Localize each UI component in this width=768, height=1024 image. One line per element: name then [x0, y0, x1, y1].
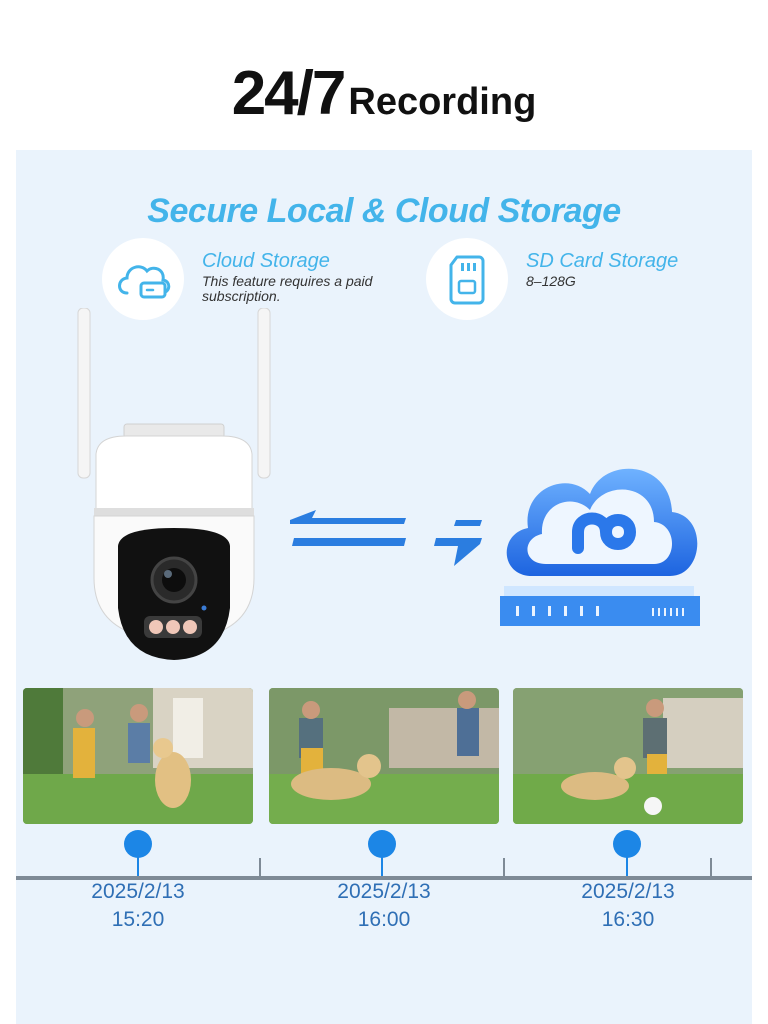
feature-sd-card: SD Card Storage 8–128G: [426, 238, 752, 320]
timestamp-time: 16:30: [601, 908, 655, 931]
recording-thumbnail[interactable]: [269, 688, 499, 824]
timestamp-date: 2025/2/13: [581, 880, 675, 903]
timeline-track[interactable]: [16, 876, 752, 880]
sync-arrows-icon: [286, 510, 496, 570]
feature-title: SD Card Storage: [526, 250, 679, 272]
feature-title: Cloud Storage: [202, 250, 330, 272]
timestamp-label: 2025/2/13 15:20: [48, 878, 228, 934]
timestamp-label: 2025/2/13 16:30: [538, 878, 718, 934]
cloud-storage-icon: [102, 238, 184, 320]
recording-thumbnail[interactable]: [513, 688, 743, 824]
timestamp-time: 15:20: [111, 908, 165, 931]
timestamp-date: 2025/2/13: [337, 880, 431, 903]
headline-big: 24/7: [231, 59, 347, 128]
timestamp-date: 2025/2/13: [91, 880, 185, 903]
timeline-tick: [710, 858, 712, 878]
timeline-tick: [259, 858, 261, 878]
timestamp-label: 2025/2/13 16:00: [294, 878, 474, 934]
cloud-server-illustration: [482, 436, 712, 636]
recording-thumbnail[interactable]: [23, 688, 253, 824]
feature-description: This feature requires a paid subscriptio…: [202, 273, 373, 304]
security-camera-illustration: [74, 307, 274, 668]
panel-title: Secure Local & Cloud Storage: [147, 192, 621, 230]
headline-small: Recording: [348, 81, 537, 123]
timeline-marker[interactable]: [124, 830, 152, 876]
feature-description: 8–128G: [526, 273, 576, 289]
feature-cloud-storage: Cloud Storage This feature requires a pa…: [102, 238, 422, 320]
timeline-tick: [503, 858, 505, 878]
timeline-marker[interactable]: [368, 830, 396, 876]
timeline-marker[interactable]: [613, 830, 641, 876]
sd-card-icon: [426, 238, 508, 320]
storage-panel: Secure Local & Cloud Storage Cloud Stora…: [16, 150, 752, 1024]
timestamp-time: 16:00: [357, 908, 411, 931]
